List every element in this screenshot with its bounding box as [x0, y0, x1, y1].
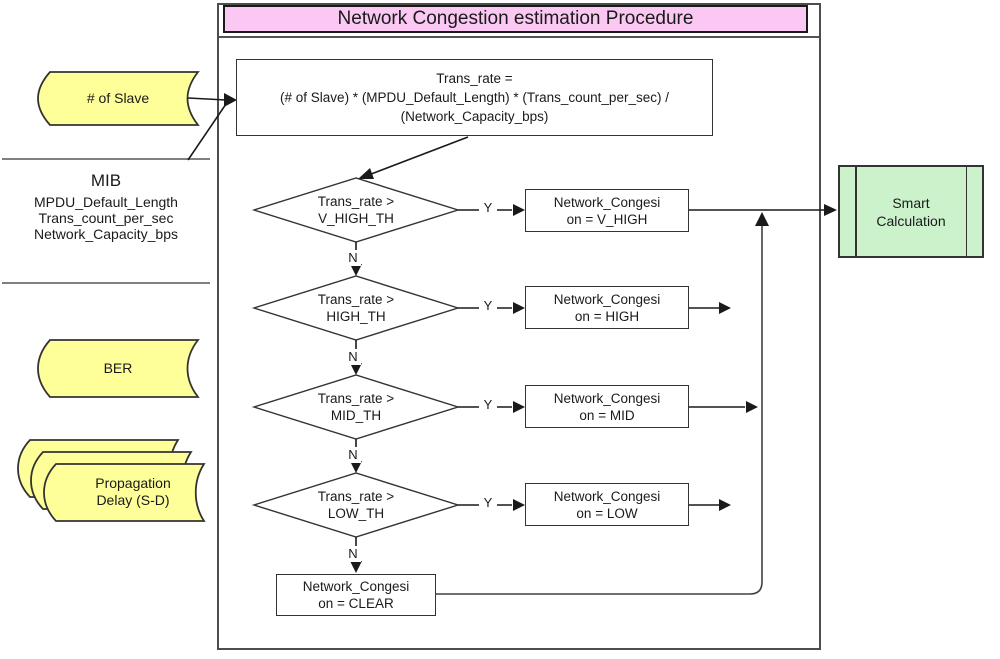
- smart-calculation-box: Smart Calculation: [838, 165, 984, 258]
- decision-label-mid: Trans_rate > MID_TH: [317, 391, 395, 423]
- mib-block: MIB MPDU_Default_Length Trans_count_per_…: [0, 170, 212, 242]
- slave-stored-data-shape: [37, 71, 200, 126]
- result-box-high: Network_Congesi on = HIGH: [525, 286, 689, 329]
- yes-label: Y: [479, 200, 497, 216]
- no-label: N: [345, 546, 361, 562]
- arrowhead-down-icon: [350, 561, 362, 573]
- predefined-process-bar-left: [855, 167, 857, 256]
- arrowhead-downleft-icon: [358, 168, 374, 179]
- decision-label-high: Trans_rate > HIGH_TH: [317, 292, 395, 324]
- propagation-delay-label: Propagation Delay (S-D): [95, 475, 171, 508]
- arrowhead-right-icon: [513, 401, 525, 413]
- arrowhead-right-icon: [824, 204, 837, 216]
- no-label: N: [345, 447, 361, 463]
- formula-line1: Trans_rate =: [436, 71, 513, 86]
- decision-label-low: Trans_rate > LOW_TH: [317, 489, 395, 521]
- mid-tail-arrow: [689, 401, 758, 413]
- result-box-clear: Network_Congesi on = CLEAR: [276, 574, 436, 616]
- low-tail-arrow: [689, 499, 731, 511]
- result-box-low: Network_Congesi on = LOW: [525, 483, 689, 526]
- yes-label: Y: [479, 397, 497, 413]
- arrowhead-right-icon: [719, 499, 731, 511]
- mib-line: MPDU_Default_Length: [34, 194, 178, 210]
- arrowhead-right-icon: [513, 204, 525, 216]
- result-box-mid: Network_Congesi on = MID: [525, 385, 689, 428]
- propagation-delay-stack: [17, 439, 206, 522]
- mib-line: Trans_count_per_sec: [38, 210, 174, 226]
- ber-label: BER: [103, 359, 133, 376]
- arrowhead-right-icon: [224, 93, 237, 107]
- no-label: N: [345, 250, 361, 266]
- decision-label-vhigh: Trans_rate > V_HIGH_TH: [317, 194, 395, 226]
- arrowhead-up-icon: [755, 212, 769, 226]
- clear-collector-arrow: [436, 212, 769, 595]
- arrowhead-down-icon: [350, 264, 362, 276]
- ber-stored-data-shape: [37, 339, 200, 398]
- mib-title: MIB: [90, 171, 122, 190]
- vhigh-to-smart-arrow: [689, 204, 837, 216]
- slave-label: # of Slave: [86, 89, 150, 106]
- arrowhead-right-icon: [513, 302, 525, 314]
- arrowhead-right-icon: [513, 499, 525, 511]
- yes-label: Y: [479, 495, 497, 511]
- result-box-vhigh: Network_Congesi on = V_HIGH: [525, 189, 689, 232]
- mib-line: Network_Capacity_bps: [34, 226, 178, 242]
- arrowhead-down-icon: [350, 363, 362, 375]
- formula-line2: (# of Slave) * (MPDU_Default_Length) * (…: [280, 90, 669, 105]
- arrowhead-down-icon: [350, 461, 362, 473]
- formula-box: Trans_rate = (# of Slave) * (MPDU_Defaul…: [236, 59, 713, 136]
- slave-to-formula-arrow: [187, 93, 237, 161]
- high-tail-arrow: [689, 302, 731, 314]
- procedure-title: Network Congestion estimation Procedure: [223, 5, 808, 33]
- predefined-process-bar-right: [965, 167, 967, 256]
- formula-to-decision-arrow: [358, 136, 469, 179]
- formula-line3: (Network_Capacity_bps): [400, 109, 549, 124]
- yes-label: Y: [479, 298, 497, 314]
- arrowhead-right-icon: [746, 401, 758, 413]
- arrowhead-right-icon: [719, 302, 731, 314]
- no-label: N: [345, 349, 361, 365]
- propagation-delay-shape-front: [43, 463, 206, 522]
- procedure-frame: [217, 3, 821, 650]
